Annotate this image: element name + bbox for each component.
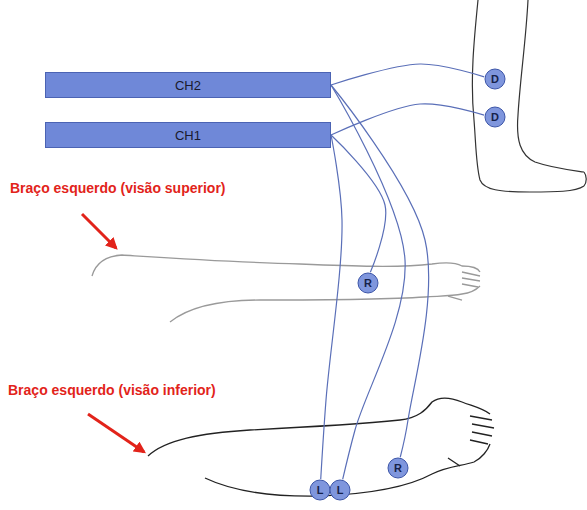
electrode-wire: [331, 85, 429, 457]
channel-label: CH2: [175, 78, 201, 93]
electrode-letter: R: [364, 277, 372, 289]
electrode-circle: L: [309, 479, 331, 501]
electrode-circle: R: [387, 457, 409, 479]
electrode-circle: L: [329, 479, 351, 501]
channel-label: CH1: [175, 128, 201, 143]
electrode-letter: L: [317, 484, 324, 496]
channel-bar: CH2: [45, 72, 331, 98]
arm-top-view: [92, 255, 480, 322]
electrode-wire: [331, 135, 386, 272]
view-label: Braço esquerdo (visão inferior): [6, 382, 218, 398]
electrode-circle: D: [484, 106, 506, 128]
electrode-letter: D: [491, 73, 499, 85]
electrode-letter: L: [337, 484, 344, 496]
electrode-letter: D: [491, 111, 499, 123]
electrode-wire: [331, 85, 405, 479]
channel-bar: CH1: [45, 122, 331, 148]
electrode-circle: R: [357, 272, 379, 294]
electrode-letter: R: [394, 462, 402, 474]
view-label: Braço esquerdo (visão superior): [8, 180, 228, 196]
pointer-arrow: [82, 214, 144, 452]
electrode-wire: [331, 104, 484, 135]
leg-outline: [472, 0, 586, 192]
electrode-wire: [331, 64, 484, 85]
electrode-wire: [321, 135, 342, 479]
electrode-circle: D: [484, 68, 506, 90]
